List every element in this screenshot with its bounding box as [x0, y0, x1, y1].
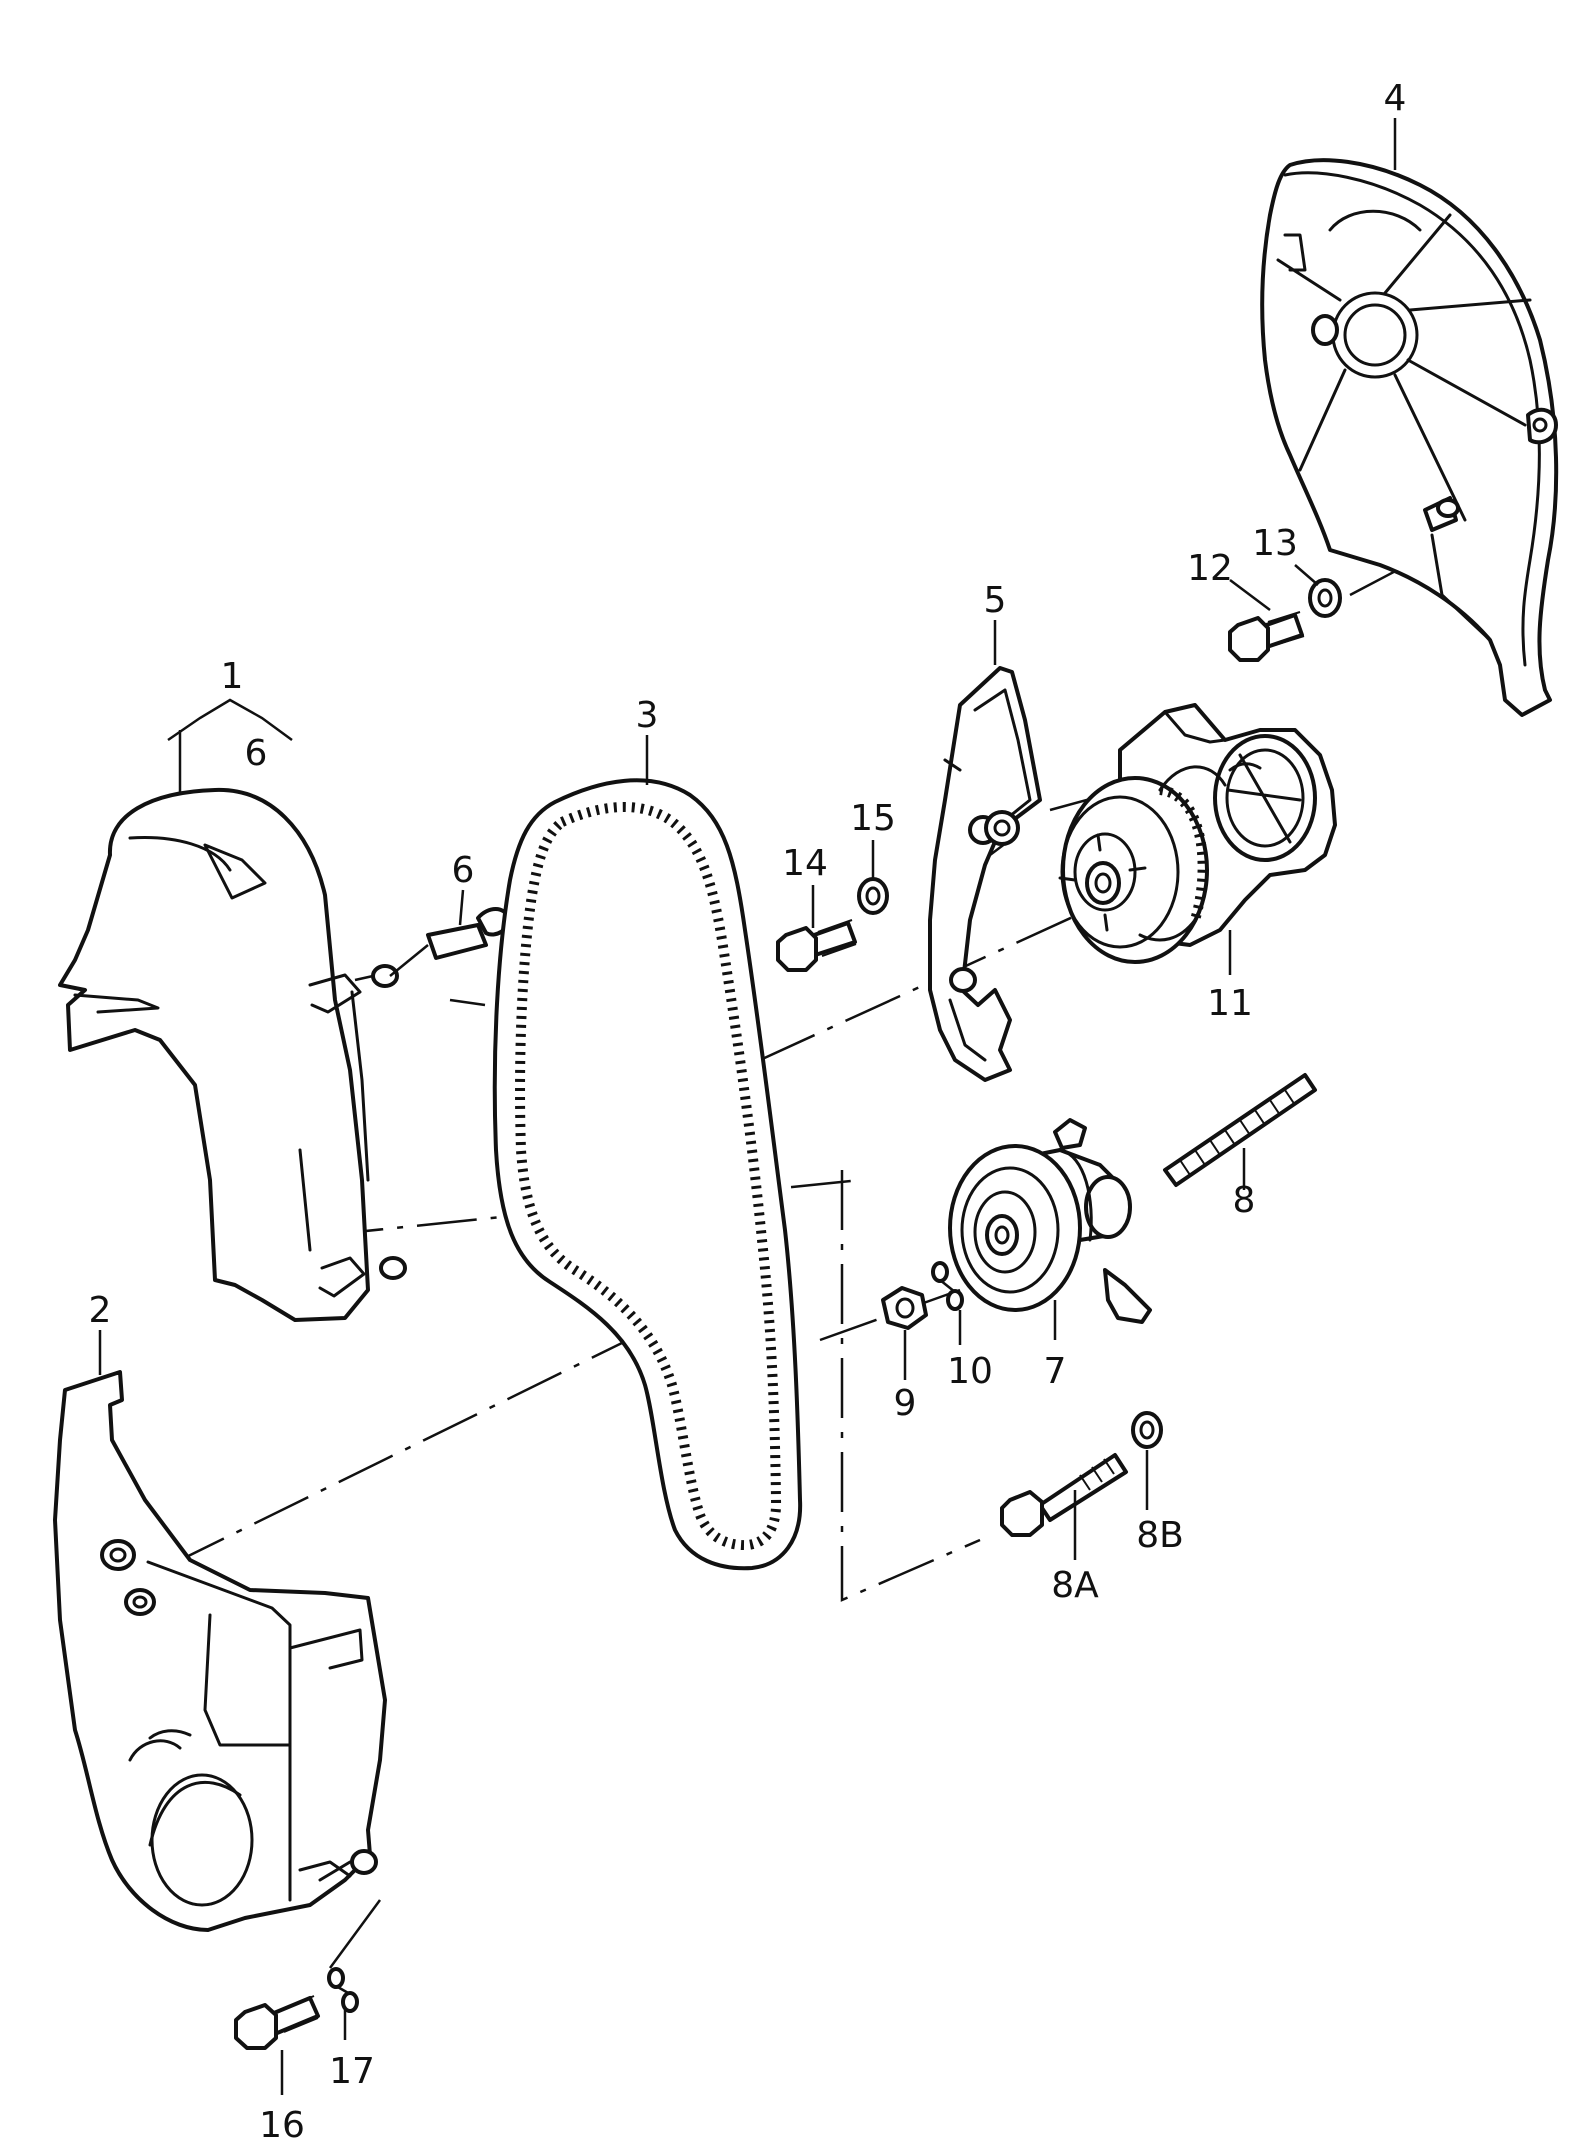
callout-2: 2: [89, 1290, 112, 1331]
bolt-14: [776, 919, 857, 972]
leader-lines: [98, 118, 1397, 2095]
callout-6: 6: [452, 850, 475, 891]
callout-13: 13: [1252, 523, 1298, 564]
callout-4: 4: [1384, 78, 1407, 119]
callout-8: 8: [1233, 1180, 1256, 1221]
rear-timing-belt-cover: [1260, 158, 1559, 717]
callout-17: 17: [329, 2051, 375, 2092]
callout-16: 16: [259, 2105, 305, 2146]
bolt-8a: [1000, 1453, 1128, 1537]
timing-belt: [492, 778, 803, 1571]
retaining-clip-part: [389, 907, 511, 977]
callout-8a: 8A: [1051, 1565, 1099, 1606]
washer-15: [857, 877, 889, 915]
bolt-16: [234, 1995, 320, 2050]
callout-1-sub: 6: [245, 733, 268, 774]
callout-7: 7: [1044, 1351, 1067, 1392]
cover-clip-lower: [379, 1256, 407, 1280]
callout-1: 1: [221, 656, 244, 697]
tensioner-pulley: [948, 1118, 1152, 1324]
callout-12: 12: [1187, 548, 1233, 589]
washer-13: [1308, 578, 1342, 618]
callout-9: 9: [894, 1383, 917, 1424]
washer-17: [327, 1899, 382, 2013]
callout-10: 10: [947, 1351, 993, 1392]
water-pump: [1058, 703, 1337, 964]
callout-3: 3: [636, 695, 659, 736]
callout-5: 5: [984, 580, 1007, 621]
callout-8b: 8B: [1136, 1515, 1184, 1556]
lower-timing-belt-cover: [53, 1370, 387, 1932]
callout-14: 14: [782, 843, 828, 884]
callout-15: 15: [850, 798, 896, 839]
callout-labels: 1 6 2 3 4 5 6 7 8 8A 8B 9 10 11 12 13 14…: [89, 78, 1407, 2146]
callout-11: 11: [1207, 983, 1253, 1024]
upper-timing-belt-cover: [58, 787, 370, 1322]
lock-washer-10: [931, 1261, 964, 1311]
stud-8: [1163, 1073, 1317, 1187]
rear-panel-bracket: [928, 666, 1042, 1082]
nut-9: [881, 1286, 928, 1330]
washer-8b: [1131, 1411, 1163, 1449]
bolt-12: [1228, 611, 1305, 662]
cover-clip-upper: [354, 964, 399, 988]
